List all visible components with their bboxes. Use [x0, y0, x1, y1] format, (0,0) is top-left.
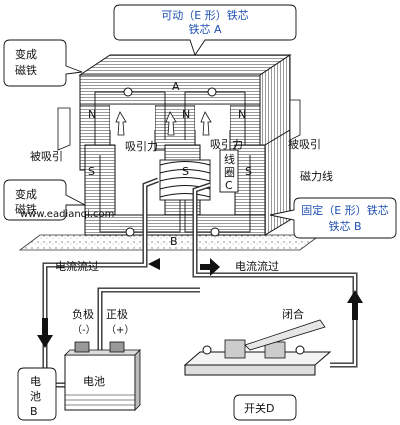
coil-c — [159, 149, 239, 201]
attraction-right-label: 吸引力 — [210, 137, 243, 151]
point-b-label: B — [170, 235, 178, 248]
callout-boxes — [3, 4, 397, 421]
pole-n-center: N — [182, 108, 190, 121]
magnetic-lines-label: 磁力线 — [300, 169, 333, 183]
pole-s-left: S — [88, 165, 95, 178]
battery-label: 电池 — [83, 375, 105, 388]
becomes-magnet-bottom-1: 变成 — [15, 187, 37, 201]
coil-label-1: 线 — [224, 152, 235, 166]
attraction-arrows — [57, 99, 301, 151]
movable-core-label-1: 可动（E 形）铁芯 — [161, 8, 248, 22]
positive-label: 正极 — [106, 307, 128, 321]
fixed-core-label-1: 固定（E 形）铁芯 — [301, 203, 388, 217]
pole-n-left: N — [88, 108, 96, 121]
closed-label: 闭合 — [282, 307, 304, 321]
becomes-magnet-top-1: 变成 — [15, 47, 37, 61]
attracted-left-label: 被吸引 — [30, 149, 63, 163]
coil-label-3: C — [225, 179, 233, 192]
pole-s-right: S — [245, 165, 252, 178]
battery-side-label-1: 电 — [30, 375, 41, 388]
becomes-magnet-top-2: 磁铁 — [15, 64, 37, 77]
positive-sign: （+） — [106, 324, 134, 336]
attraction-left-label: 吸引力 — [125, 139, 158, 153]
becomes-magnet-bottom-2: 磁铁 — [15, 203, 37, 216]
battery-side-label-2: 池 — [30, 390, 41, 403]
point-a-label: A — [172, 80, 180, 93]
battery-b — [64, 341, 141, 411]
switch-d — [183, 319, 332, 376]
pole-s-center: S — [182, 165, 189, 178]
negative-label: 负极 — [72, 307, 94, 321]
negative-sign: （-） — [72, 324, 96, 336]
movable-core-label-2: 铁芯 A — [188, 22, 221, 36]
pole-n-right: N — [238, 108, 246, 121]
switch-label: 开关D — [244, 401, 274, 415]
attracted-right-label: 被吸引 — [288, 137, 321, 151]
fixed-core-b — [84, 129, 291, 237]
fixed-core-label-2: 铁芯 B — [328, 219, 361, 233]
watermark: www.eadianqi.com — [20, 209, 114, 220]
coil-label-2: 圈 — [224, 166, 235, 179]
current-arrows — [37, 258, 363, 348]
current-left-label: 电流流过 — [55, 259, 99, 273]
current-right-label: 电流流过 — [235, 259, 279, 273]
battery-side-label-3: B — [30, 405, 38, 418]
